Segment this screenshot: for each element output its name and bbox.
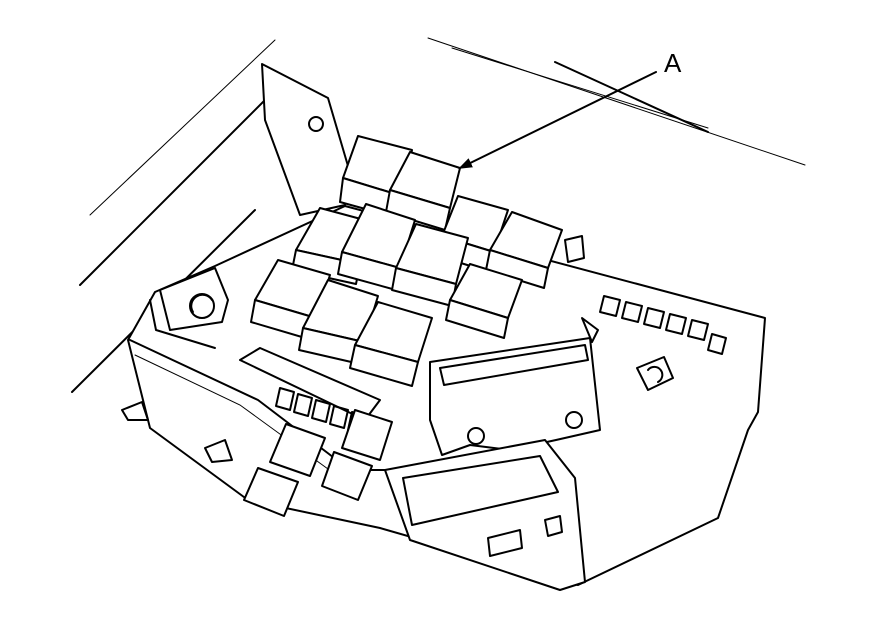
connector-frame	[429, 337, 601, 456]
relay	[337, 203, 416, 291]
callout-label: A	[664, 48, 682, 78]
relay	[485, 211, 563, 289]
relays	[250, 135, 563, 387]
housing-clips	[564, 235, 599, 343]
callout-arrow	[458, 71, 657, 169]
fuse-block	[239, 347, 393, 517]
relay	[445, 263, 523, 339]
mounting-bracket	[261, 63, 349, 216]
relay	[391, 223, 469, 307]
relay	[298, 279, 379, 365]
callout-a: A	[458, 48, 682, 169]
relay	[250, 259, 331, 341]
large-connector	[384, 439, 586, 591]
relay	[349, 301, 433, 387]
